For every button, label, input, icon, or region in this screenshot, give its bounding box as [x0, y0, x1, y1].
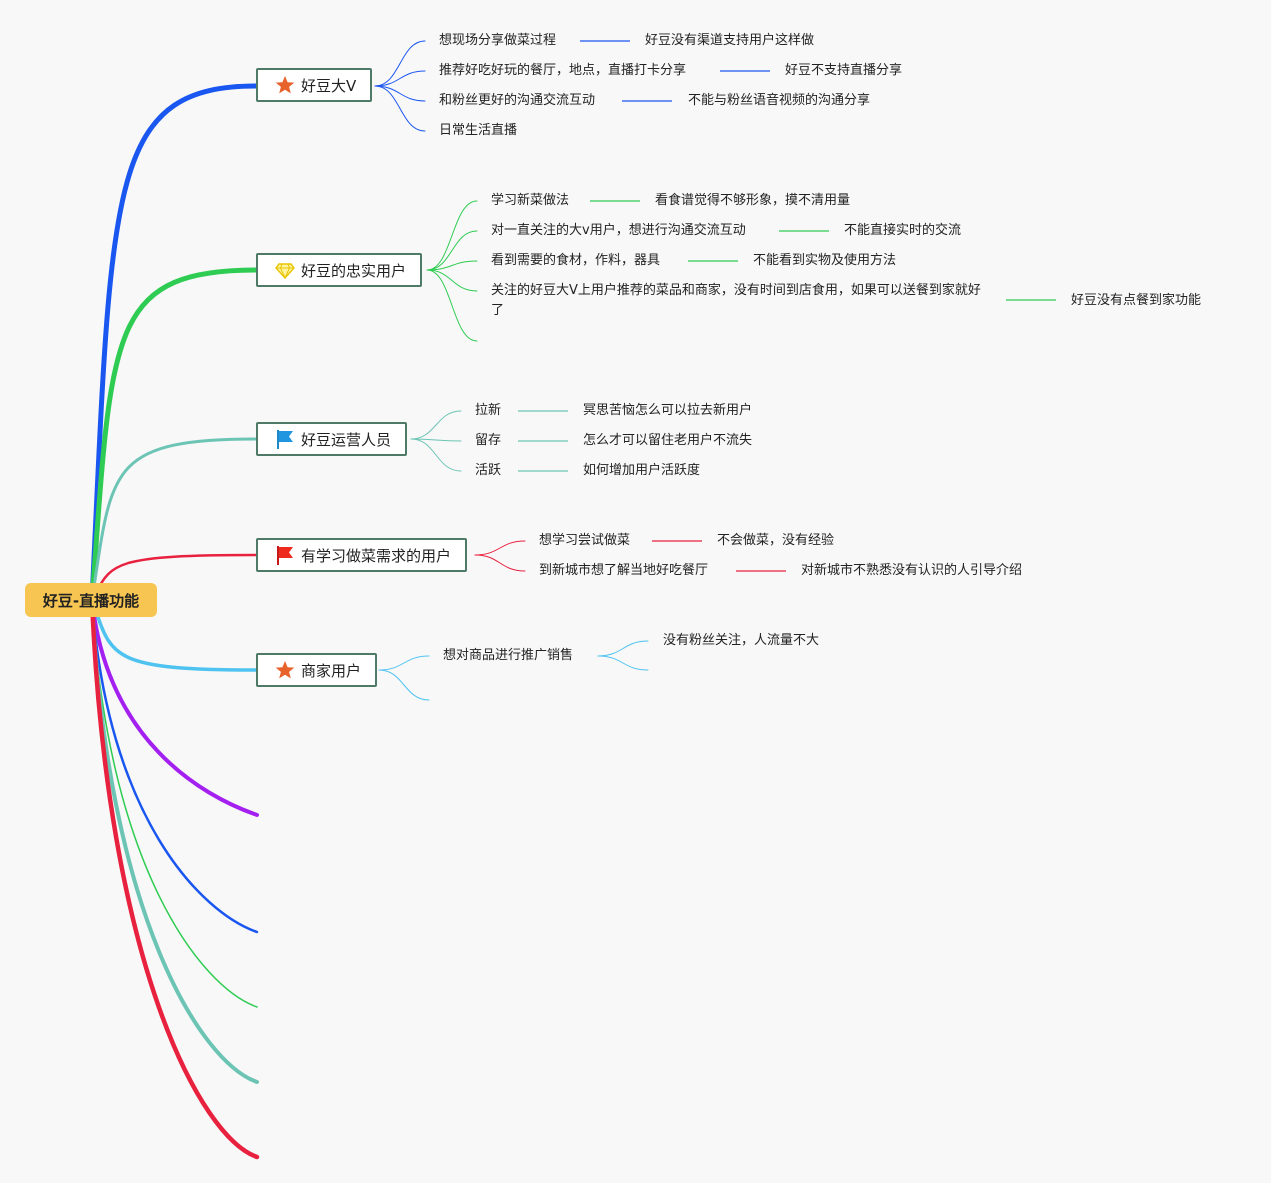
subitem-connector — [426, 260, 478, 271]
branch-label: 好豆的忠实用户 — [301, 261, 407, 280]
detail-item[interactable]: 好豆没有渠道支持用户这样做 — [645, 33, 815, 48]
list-item[interactable]: 想对商品进行推广销售 — [443, 648, 574, 663]
detail-item[interactable]: 没有粉丝关注，人流量不大 — [663, 633, 820, 648]
subitem-connector — [426, 230, 478, 271]
red-flag-icon — [274, 544, 296, 566]
list-item[interactable]: 拉新 — [475, 403, 502, 418]
subitem-connector — [410, 438, 462, 442]
list-item[interactable]: 想现场分享做菜过程 — [439, 33, 557, 48]
branch-topic-learners[interactable]: 有学习做菜需求的用户 — [256, 538, 468, 572]
detail-item[interactable]: 看食谱觉得不够形象，摸不清用量 — [655, 193, 851, 208]
list-item[interactable]: 日常生活直播 — [439, 123, 518, 138]
list-item[interactable]: 推荐好吃好玩的餐厅，地点，直播打卡分享 — [439, 63, 687, 78]
detail-item[interactable]: 不能直接实时的交流 — [844, 223, 962, 238]
branch-connector — [90, 598, 258, 672]
list-item[interactable]: 学习新菜做法 — [491, 193, 570, 208]
branch-label: 好豆运营人员 — [301, 430, 392, 449]
branch-label: 商家用户 — [301, 661, 362, 680]
detail-item[interactable]: 如何增加用户活跃度 — [583, 463, 701, 478]
branch-topic-haodou-big-v[interactable]: 好豆大V — [256, 68, 373, 102]
list-item[interactable]: 和粉丝更好的沟通交流互动 — [439, 93, 596, 108]
branch-connector — [89, 267, 259, 603]
detail-item[interactable]: 好豆没有点餐到家功能 — [1071, 293, 1202, 308]
branch-topic-merchants[interactable]: 商家用户 — [256, 653, 378, 687]
subitem-connector — [426, 269, 478, 292]
list-item[interactable]: 活跃 — [475, 463, 502, 478]
subitem-connector — [374, 70, 426, 87]
subitem-connector — [597, 655, 649, 671]
list-item[interactable]: 留存 — [475, 433, 502, 448]
list-item[interactable]: 想学习尝试做菜 — [539, 533, 631, 548]
branch-label: 好豆大V — [301, 76, 357, 95]
detail-item[interactable]: 对新城市不熟悉没有认识的人引导介绍 — [801, 563, 1023, 578]
subitem-connector — [426, 269, 478, 342]
root-topic[interactable]: 好豆-直播功能 — [25, 583, 157, 617]
branch-topic-loyal-users[interactable]: 好豆的忠实用户 — [256, 253, 423, 287]
subitem-connector — [597, 640, 649, 657]
detail-item[interactable]: 不能与粉丝语音视频的沟通分享 — [688, 93, 871, 108]
list-item[interactable]: 关注的好豆大V上用户推荐的菜品和商家，没有时间到店食用，如果可以送餐到家就好了 — [491, 283, 981, 318]
subitem-connector — [378, 655, 430, 671]
detail-item[interactable]: 不会做菜，没有经验 — [717, 533, 835, 548]
list-item[interactable]: 看到需要的食材，作料，器具 — [491, 253, 661, 268]
empty-branch-connector — [90, 598, 259, 934]
subitem-connector — [410, 410, 462, 440]
detail-item[interactable]: 不能看到实物及使用方法 — [753, 253, 897, 268]
empty-branch-connector — [89, 597, 260, 1160]
subitem-connector — [410, 438, 462, 472]
list-item[interactable]: 对一直关注的大v用户，想进行沟通交流互动 — [491, 223, 746, 238]
subitem-connector — [378, 669, 430, 701]
subitem-connector — [374, 40, 426, 87]
root-topic-label: 好豆-直播功能 — [42, 591, 140, 610]
branch-connector — [90, 437, 258, 602]
branch-topic-operators[interactable]: 好豆运营人员 — [256, 422, 408, 456]
detail-item[interactable]: 怎么才可以留住老用户不流失 — [583, 433, 753, 448]
branch-connector — [89, 83, 259, 603]
blue-flag-icon — [274, 428, 296, 450]
star-icon — [274, 74, 296, 96]
list-item[interactable]: 到新城市想了解当地好吃餐厅 — [539, 563, 709, 578]
empty-branch-connector — [91, 599, 258, 1008]
subitem-connector — [474, 554, 526, 572]
subitem-connector — [426, 200, 478, 271]
detail-item[interactable]: 好豆不支持直播分享 — [785, 63, 903, 78]
star-icon — [274, 659, 296, 681]
subitem-connector — [374, 85, 426, 132]
detail-item[interactable]: 冥思苦恼怎么可以拉去新用户 — [583, 403, 753, 418]
diamond-icon — [274, 259, 296, 281]
branch-label: 有学习做菜需求的用户 — [301, 546, 452, 565]
subitem-connector — [474, 540, 526, 556]
subitem-connector — [374, 85, 426, 102]
empty-branch-connector — [90, 598, 259, 817]
